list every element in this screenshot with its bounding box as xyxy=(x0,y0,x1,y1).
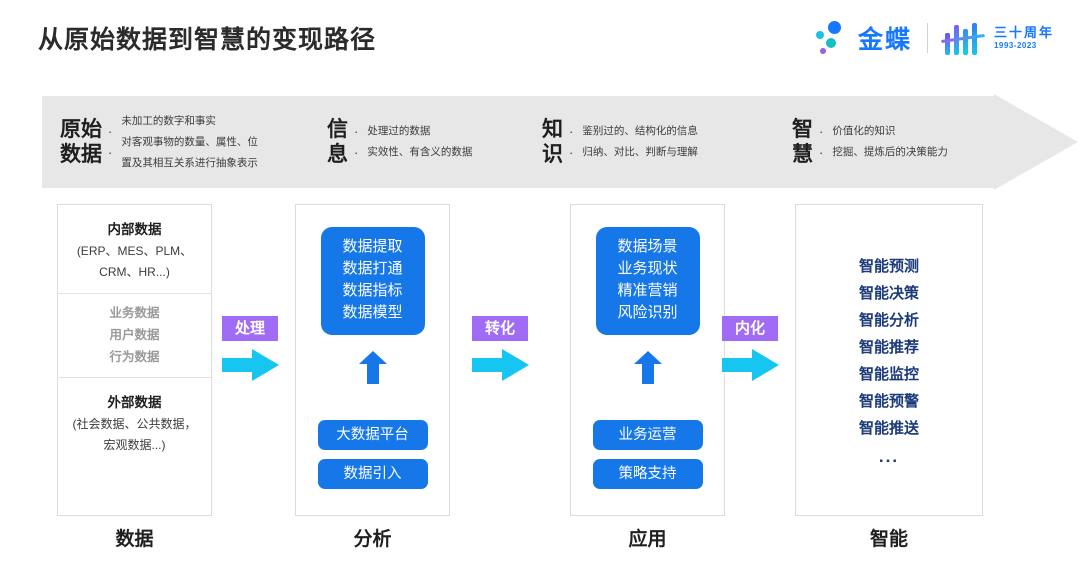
data-type-item: 用户数据 xyxy=(109,328,160,342)
stage-bullet: 价值化的知识 xyxy=(832,125,896,137)
anniversary-years: 1993-2023 xyxy=(993,41,1037,50)
banner-stage-information: 信 息 ·· 处理过的数据 实效性、有含义的数据 xyxy=(327,96,472,188)
right-arrow-icon xyxy=(722,349,780,381)
external-data-sub: 宏观数据...) xyxy=(103,438,166,452)
application-pill: 策略支持 xyxy=(592,459,703,489)
analysis-capability-item: 数据提取 xyxy=(342,238,403,255)
application-capability-box: 数据场景 业务现状 精准营销 风险识别 xyxy=(595,227,700,335)
application-pill: 业务运营 xyxy=(592,420,703,450)
analysis-pill: 数据引入 xyxy=(317,459,428,489)
stage-bullet: 实效性、有含义的数据 xyxy=(367,146,473,158)
stage-bullet: 未加工的数字和事实 xyxy=(121,114,216,127)
internal-data-title: 内部数据 xyxy=(107,222,162,237)
column-analysis: 数据提取 数据打通 数据指标 数据模型 大数据平台 数据引入 xyxy=(295,204,450,516)
connector-label: 转化 xyxy=(472,316,528,341)
bullet-dots-icon: ·· xyxy=(569,124,574,160)
anniversary-mark-icon xyxy=(940,21,985,55)
banner-stage-knowledge: 知 识 ·· 鉴别过的、结构化的信息 归纳、对比、判断与理解 xyxy=(542,96,698,188)
bullet-dots-icon: ·· xyxy=(354,124,359,160)
right-arrow-icon xyxy=(222,349,280,381)
kingdee-dots-icon xyxy=(815,19,849,57)
application-capability-item: 数据场景 xyxy=(617,238,678,255)
banner-stage-wisdom: 智 慧 ·· 价值化的知识 挖掘、提炼后的决策能力 xyxy=(792,96,948,188)
analysis-capability-item: 数据指标 xyxy=(342,282,403,299)
column-caption-data: 数据 xyxy=(115,529,154,550)
page-title: 从原始数据到智慧的变现路径 xyxy=(38,26,377,54)
intelligence-item: 智能决策 xyxy=(858,285,919,302)
internal-data-sub: (ERP、MES、PLM、 xyxy=(76,244,193,258)
external-data-title: 外部数据 xyxy=(107,395,162,410)
stage-name: 知 识 xyxy=(542,118,563,166)
banner-arrow-tip-icon xyxy=(994,94,1078,190)
internal-data-block: 内部数据 (ERP、MES、PLM、 CRM、HR...) xyxy=(58,205,211,293)
right-arrow-icon xyxy=(472,349,530,381)
banner-body xyxy=(42,96,994,188)
stage-bullet: 挖掘、提炼后的决策能力 xyxy=(832,146,948,158)
connector-transform: 转化 xyxy=(472,316,536,381)
application-capability-item: 风险识别 xyxy=(617,304,678,321)
intelligence-item: 智能监控 xyxy=(858,366,919,383)
connector-process: 处理 xyxy=(222,316,286,381)
column-caption-application: 应用 xyxy=(628,529,667,550)
bullet-dots-icon: ·· xyxy=(819,124,824,160)
intelligence-item: 智能分析 xyxy=(858,312,919,329)
brand-name: 金蝶 xyxy=(857,26,912,54)
intelligence-item: 智能预警 xyxy=(858,393,919,410)
column-application: 数据场景 业务现状 精准营销 风险识别 业务运营 策略支持 xyxy=(570,204,725,516)
analysis-capability-item: 数据模型 xyxy=(342,304,403,321)
up-arrow-icon xyxy=(356,351,390,385)
stage-bullet: 处理过的数据 xyxy=(367,125,431,137)
data-type-item: 行为数据 xyxy=(109,350,160,364)
connector-internalize: 内化 xyxy=(722,316,786,381)
banner-stage-raw-data: 原始 数据 ·· 未加工的数字和事实 对客观事物的数量、属性、位 置及其相互关系… xyxy=(60,96,258,188)
logo-divider xyxy=(926,23,928,53)
stage-bullet: 鉴别过的、结构化的信息 xyxy=(582,125,698,137)
application-capability-item: 精准营销 xyxy=(617,282,678,299)
brand-logo: 金蝶 三十周年 1993-2023 xyxy=(815,16,1054,60)
column-intelligence: 智能预测 智能决策 智能分析 智能推荐 智能监控 智能预警 智能推送 ... xyxy=(795,204,983,516)
intelligence-item: 智能推送 xyxy=(858,420,919,437)
internal-data-sub: CRM、HR...) xyxy=(99,265,170,279)
anniversary-text: 三十周年 1993-2023 xyxy=(994,25,1054,51)
stage-bullet: 置及其相互关系进行抽象表示 xyxy=(121,156,258,169)
data-type-item: 业务数据 xyxy=(109,306,160,320)
stage-bullet: 对客观事物的数量、属性、位 xyxy=(121,135,258,148)
analysis-capability-box: 数据提取 数据打通 数据指标 数据模型 xyxy=(320,227,425,335)
connector-label: 内化 xyxy=(722,316,778,341)
analysis-pill: 大数据平台 xyxy=(317,420,428,450)
data-types-block: 业务数据 用户数据 行为数据 xyxy=(58,293,211,378)
application-capability-item: 业务现状 xyxy=(617,260,678,277)
up-arrow-icon xyxy=(631,351,665,385)
external-data-block: 外部数据 (社会数据、公共数据， 宏观数据...) xyxy=(58,378,211,466)
anniversary-label: 三十周年 xyxy=(993,25,1054,40)
stage-name: 信 息 xyxy=(327,118,348,166)
connector-label: 处理 xyxy=(222,316,278,341)
intelligence-list: 智能预测 智能决策 智能分析 智能推荐 智能监控 智能预警 智能推送 ... xyxy=(796,205,982,472)
dikw-banner: 原始 数据 ·· 未加工的数字和事实 对客观事物的数量、属性、位 置及其相互关系… xyxy=(42,94,1078,190)
column-caption-intelligence: 智能 xyxy=(869,529,908,550)
stage-bullet: 归纳、对比、判断与理解 xyxy=(582,146,698,158)
stage-name: 原始 数据 xyxy=(60,118,102,166)
external-data-sub: (社会数据、公共数据， xyxy=(72,417,197,431)
column-data: 内部数据 (ERP、MES、PLM、 CRM、HR...) 业务数据 用户数据 … xyxy=(57,204,212,516)
analysis-capability-item: 数据打通 xyxy=(342,260,403,277)
column-caption-analysis: 分析 xyxy=(353,529,392,550)
intelligence-item: 智能预测 xyxy=(858,258,919,275)
intelligence-ellipsis: ... xyxy=(878,447,900,466)
stage-name: 智 慧 xyxy=(792,118,813,166)
intelligence-item: 智能推荐 xyxy=(858,339,919,356)
bullet-dots-icon: ·· xyxy=(108,124,113,160)
